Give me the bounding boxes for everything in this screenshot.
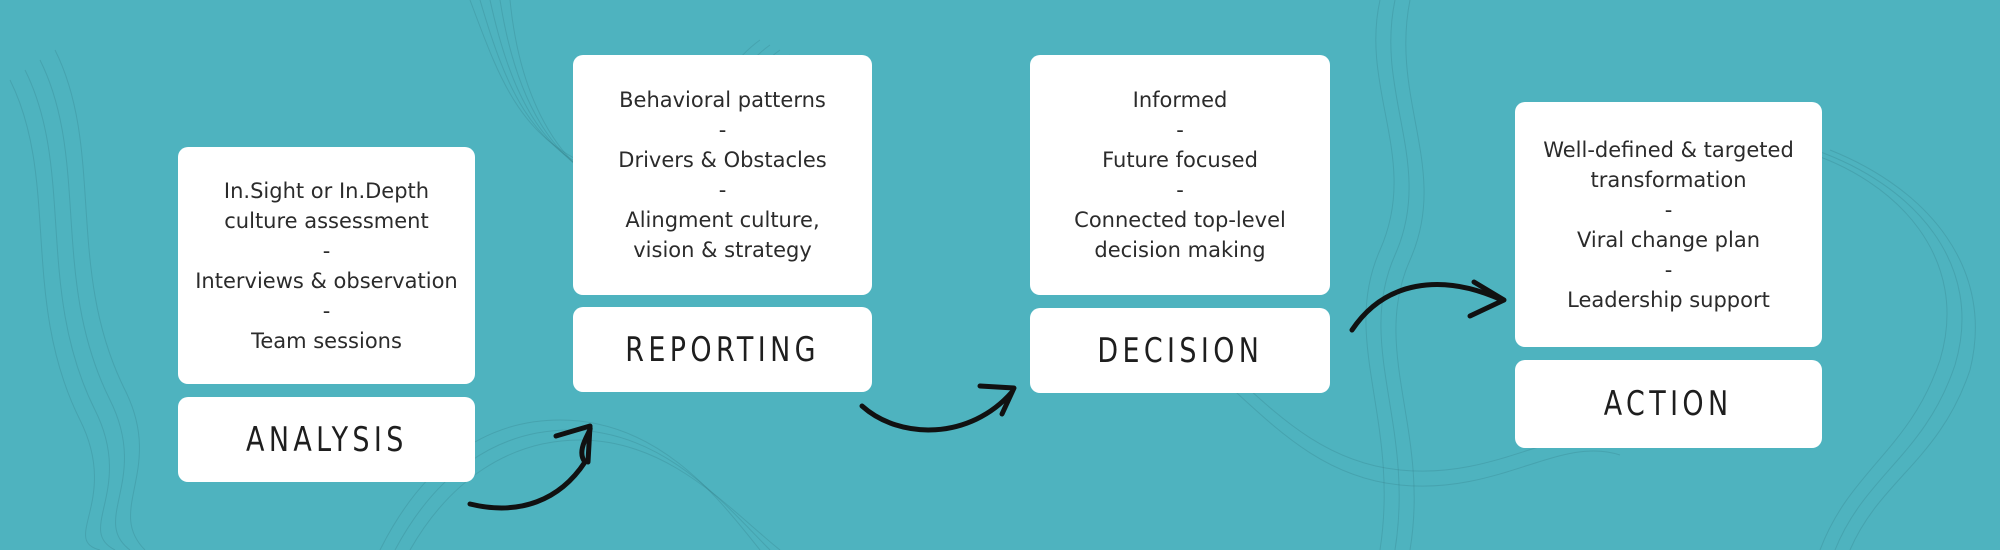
description-line: decision making (1094, 238, 1266, 262)
description-line: transformation (1590, 167, 1747, 192)
description-line: Informed (1132, 88, 1228, 112)
description-separator: - (322, 238, 331, 263)
description-line: Well-defined & targeted (1543, 137, 1794, 162)
action-title: ACTION (1604, 384, 1733, 424)
description-separator: - (1176, 118, 1184, 142)
description-line: Alingment culture, (625, 208, 820, 232)
description-line: Team sessions (251, 328, 402, 353)
description-line: Viral change plan (1576, 227, 1761, 252)
description-line: Future focused (1102, 148, 1258, 172)
analysis-label-box: ANALYSIS (178, 397, 475, 482)
description-separator: - (718, 178, 727, 202)
description-line: Interviews & observation (195, 268, 458, 293)
description-line: Connected top-level (1074, 208, 1286, 232)
decision-label-box: DECISION (1030, 308, 1330, 393)
description-line: Leadership support (1567, 287, 1770, 312)
description-separator: - (1664, 257, 1673, 282)
description-line: Behavioral patterns (619, 88, 826, 112)
reporting-description-card: Behavioral patterns - Drivers & Obstacle… (573, 55, 872, 295)
action-description-card: Well-defined & targeted transformation -… (1515, 102, 1822, 347)
description-line: In.Sight or In.Depth (223, 178, 430, 203)
reporting-title: REPORTING (625, 329, 820, 370)
description-line: vision & strategy (633, 238, 812, 262)
analysis-title: ANALYSIS (245, 419, 408, 460)
description-separator: - (1664, 197, 1673, 222)
description-separator: - (718, 118, 727, 142)
action-label-box: ACTION (1515, 360, 1822, 448)
description-line: Drivers & Obstacles (618, 148, 827, 172)
decision-title: DECISION (1096, 330, 1264, 371)
description-separator: - (322, 298, 331, 323)
description-separator: - (1176, 178, 1184, 202)
decision-description-card: Informed - Future focused - Connected to… (1030, 55, 1330, 295)
analysis-description-card: In.Sight or In.Depth culture assessment … (178, 147, 475, 384)
description-line: culture assessment (224, 208, 429, 233)
reporting-label-box: REPORTING (573, 307, 872, 392)
